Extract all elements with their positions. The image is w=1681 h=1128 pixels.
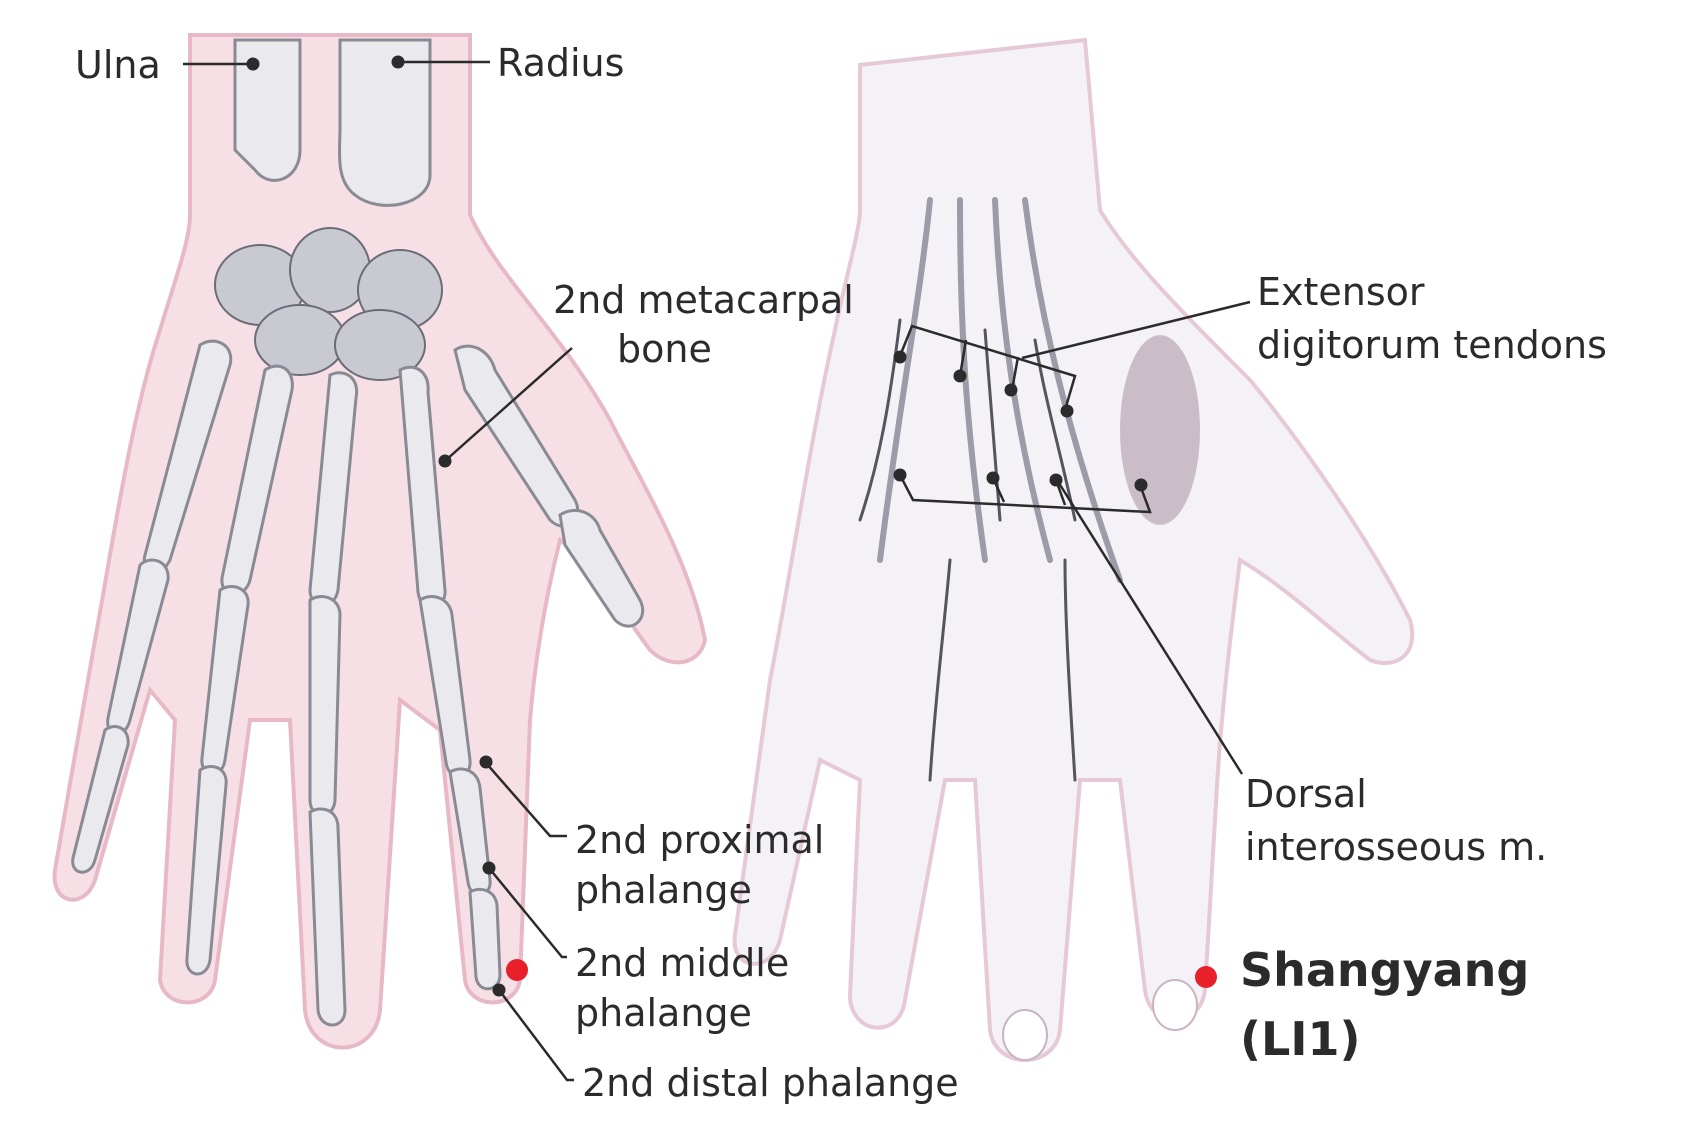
metacarpal-marker: [438, 454, 452, 468]
phalanx: [308, 807, 347, 1027]
dorsal-marker: [1134, 478, 1148, 492]
shangyang-acupoint-right: [1195, 966, 1217, 988]
dorsal-marker: [986, 471, 1000, 485]
fingernail: [1152, 979, 1198, 1031]
extensor-label-line1: Extensor: [1257, 270, 1425, 314]
acupoint-label-line2: (LI1): [1240, 1012, 1360, 1066]
proximal-label-line1: 2nd proximal: [575, 818, 824, 862]
proximal-label-line2: phalange: [575, 868, 752, 912]
distal-leader: [498, 989, 574, 1082]
middle-label-line1: 2nd middle: [575, 941, 789, 985]
metacarpal-label-line1: 2nd metacarpal: [553, 278, 854, 322]
phalanx: [185, 765, 228, 976]
ulna-label: Ulna: [75, 43, 161, 87]
extensor-label-line2: digitorum tendons: [1257, 323, 1607, 367]
acupoint-label-line1: Shangyang: [1240, 943, 1529, 997]
radius-label: Radius: [497, 41, 624, 85]
dorsal-marker: [893, 468, 907, 482]
extensor-marker: [1060, 404, 1074, 418]
extensor-tendon: [877, 197, 933, 563]
phalanx: [71, 725, 130, 874]
middle-label-line2: phalange: [575, 991, 752, 1035]
extensor-bracket: [898, 324, 1077, 411]
extensor-leader: [1021, 300, 1251, 360]
tendon-shadow: [858, 318, 902, 522]
left-annotations: Ulna Radius 2nd metacarpal bone 2nd prox…: [75, 41, 959, 1105]
left-hand-skeleton: [52, 33, 708, 1050]
metacarpal-label-line2: bone: [617, 327, 712, 371]
carpal-bone: [334, 309, 426, 381]
tendon-shadow: [983, 328, 1002, 522]
distal-marker: [492, 983, 506, 997]
dorsal-marker: [1049, 473, 1063, 487]
extensor-tendon: [992, 197, 1053, 563]
dorsal-interosseous-muscle: [1120, 335, 1200, 525]
phalanx: [308, 595, 342, 817]
radius-marker: [391, 55, 405, 69]
proximal-leader: [485, 762, 567, 838]
radius-bone: [337, 38, 432, 207]
second-distal-phalanx: [468, 887, 502, 991]
thumb-metacarpal-bone: [453, 344, 580, 528]
fingernail: [1002, 1009, 1048, 1061]
finger-crease: [928, 558, 952, 782]
ulna-bone: [233, 38, 302, 182]
dorsal-label-line2: interosseous m.: [1245, 825, 1547, 869]
carpal-bone: [254, 304, 346, 376]
extensor-marker: [953, 369, 967, 383]
shangyang-acupoint-left: [506, 959, 528, 981]
tendon-shadow: [1033, 338, 1077, 522]
middle-leader: [488, 867, 567, 959]
extensor-marker: [1004, 383, 1018, 397]
dorsal-label-line1: Dorsal: [1245, 772, 1367, 816]
ulna-marker: [246, 57, 260, 71]
right-hand-outline: [732, 37, 1415, 1062]
dorsal-leader: [1055, 479, 1244, 775]
extensor-marker: [893, 350, 907, 364]
right-annotations: Extensor digitorum tendons Dorsal intero…: [893, 270, 1607, 1066]
thumb-phalanx: [558, 509, 645, 628]
extensor-tendon: [1022, 197, 1123, 583]
carpal-bone: [289, 227, 371, 313]
right-hand-dorsal: [732, 37, 1415, 1062]
distal-label: 2nd distal phalange: [582, 1061, 959, 1105]
metacarpal-leader: [445, 347, 573, 461]
proximal-marker: [479, 755, 493, 769]
middle-marker: [482, 861, 496, 875]
finger-crease: [1063, 558, 1077, 782]
dorsal-bracket: [898, 474, 1152, 514]
